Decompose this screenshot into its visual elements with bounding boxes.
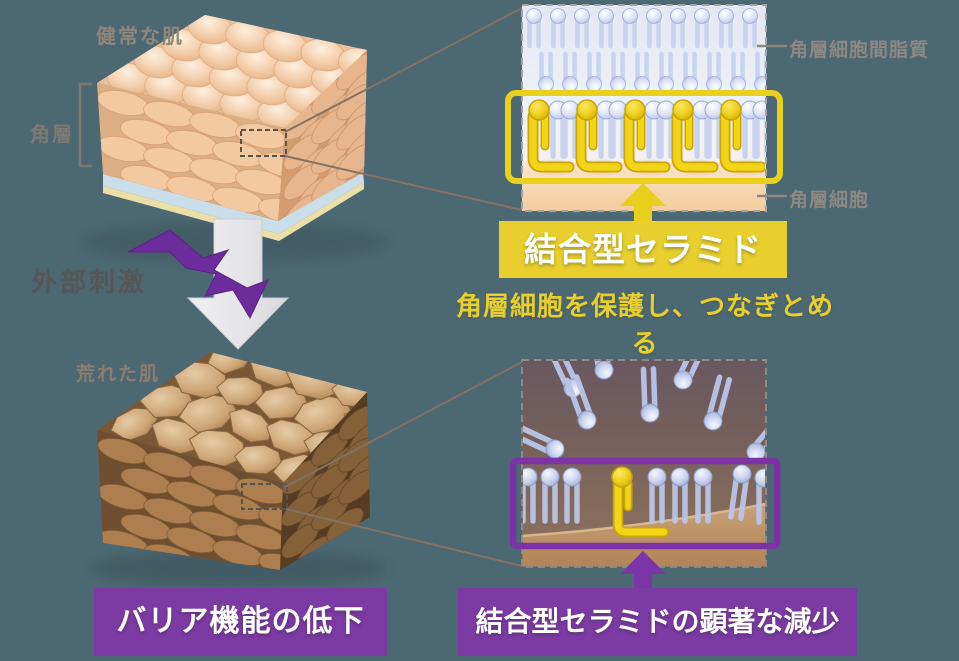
damaged-detail-panel <box>509 359 781 568</box>
skin-surface-bumps <box>106 15 367 128</box>
barrier-decline-box: バリア機能の低下 <box>94 588 387 656</box>
lightning-bolt-icon <box>127 229 269 320</box>
up-arrow-purple-icon <box>620 551 666 590</box>
up-arrow-yellow-icon <box>620 183 666 225</box>
bound-ceramide-caption: 角層細胞を保護し、つなぎとめる <box>455 291 834 358</box>
bound-ceramide-highlight-box <box>505 90 783 184</box>
intercellular-lipids-label: 角層細胞間脂質 <box>789 40 930 61</box>
connector-lines-healthy <box>284 7 523 211</box>
bound-ceramide-title-box: 結合型セラミド <box>499 221 787 278</box>
connector-lines-damaged <box>284 361 523 567</box>
corneocyte-cells-right <box>281 405 370 570</box>
corneocyte-cells-left <box>97 89 285 221</box>
rough-skin-label: 荒れた肌 <box>76 364 161 385</box>
label-leader-lines <box>757 44 787 198</box>
moisture-layer <box>103 171 364 234</box>
healthy-detail-panel <box>505 4 783 212</box>
stratum-corneum-bracket <box>78 82 92 168</box>
rough-skin-cube <box>90 352 386 586</box>
healthy-skin-label: 健常な肌 <box>96 26 184 48</box>
panel-dashed-border <box>521 4 767 212</box>
stratum-corneum-label: 角層 <box>30 124 74 146</box>
corneocyte-label: 角層細胞 <box>789 190 870 211</box>
external-stimuli-label: 外部刺激 <box>31 267 148 297</box>
healthy-skin-cube <box>83 15 387 262</box>
magnifier-region-damaged <box>241 483 288 510</box>
base-layer <box>103 182 364 241</box>
ceramide-decrease-box: 結合型セラミドの顕著な減少 <box>458 588 857 656</box>
cube-shadow <box>90 550 386 586</box>
magnifier-region-healthy <box>240 129 287 157</box>
ceramide-decrease-highlight-box <box>509 457 781 550</box>
